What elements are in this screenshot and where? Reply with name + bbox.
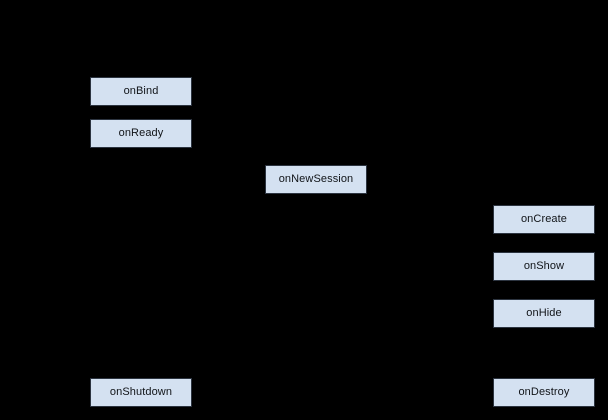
node-on-new-session[interactable]: onNewSession (265, 165, 367, 194)
node-on-show[interactable]: onShow (493, 252, 595, 281)
node-on-shutdown[interactable]: onShutdown (90, 378, 192, 407)
node-on-destroy[interactable]: onDestroy (493, 378, 595, 407)
node-on-ready[interactable]: onReady (90, 119, 192, 148)
node-on-create[interactable]: onCreate (493, 205, 595, 234)
node-on-bind[interactable]: onBind (90, 77, 192, 106)
node-on-hide[interactable]: onHide (493, 299, 595, 328)
